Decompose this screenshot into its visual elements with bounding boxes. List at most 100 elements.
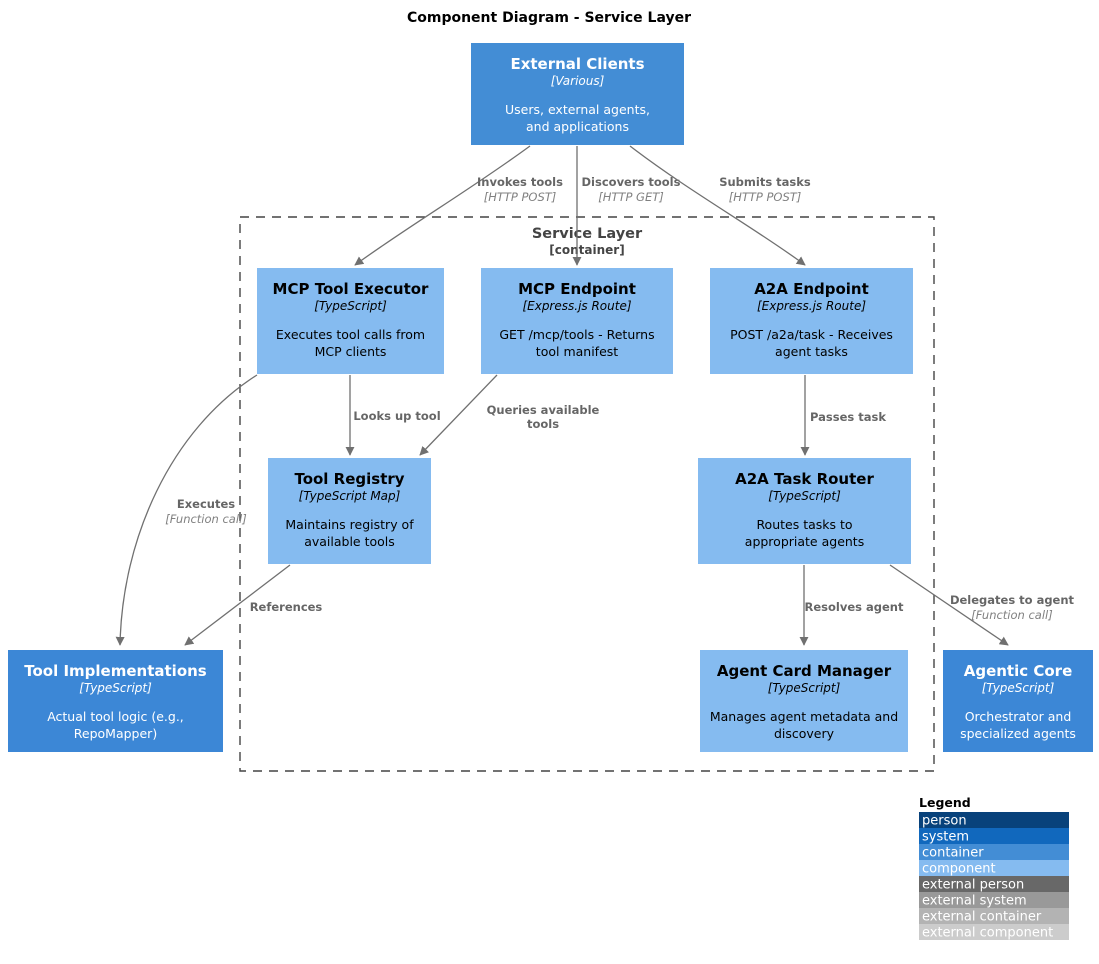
node-desc-tool-implementations: RepoMapper) [74,726,157,741]
node-box-tool-implementations[interactable] [8,650,223,752]
legend-title: Legend [919,795,971,810]
legend-swatch-external-container [919,908,1069,924]
node-desc-external-clients: Users, external agents, [505,102,650,117]
node-mcp-endpoint[interactable]: MCP Endpoint[Express.js Route] GET /mcp/t… [481,268,673,374]
legend-swatch-container [919,844,1069,860]
edge-line-executes [115,374,258,646]
node-tool-registry[interactable]: Tool Registry[TypeScript Map] Maintains r… [268,458,431,564]
edge-label-delegates-to-agent: Delegates to agent [950,593,1075,607]
node-agentic-core[interactable]: Agentic Core[TypeScript] Orchestrator and… [943,650,1093,752]
legend-label-container: container [922,846,984,861]
edge-tech-discovers-tools: [HTTP GET] [598,190,663,204]
node-desc-a2a-endpoint: POST /a2a/task - Receives [730,327,893,342]
legend-label-external-component: external component [922,926,1053,941]
node-mcp-tool-executor[interactable]: MCP Tool Executor[TypeScript] Executes to… [257,268,444,374]
edge-delegates-to-agent: Delegates to agent[Function call] [889,564,1075,646]
legend-swatch-person [919,812,1069,828]
edge-submits-tasks: Submits tasks[HTTP POST] [629,145,811,266]
node-desc-mcp-tool-executor: MCP clients [315,344,387,359]
boundary-label: Service Layer [532,226,643,242]
node-layer: External Clients[Various] Users, external… [8,43,1093,752]
edge-references: References [184,564,323,646]
node-a2a-endpoint[interactable]: A2A Endpoint[Express.js Route] POST /a2a/… [710,268,913,374]
edge-layer: Invokes tools[HTTP POST]Discovers tools[… [115,145,1075,646]
edge-line-submits-tasks [629,145,806,266]
legend-item-container: container [919,844,1069,861]
node-desc-tool-registry: available tools [304,534,395,549]
boundary-service-layer: Service Layer[container] [239,216,935,772]
node-tech-tool-registry: [TypeScript Map] [299,489,401,503]
node-tech-a2a-task-router: [TypeScript] [768,489,841,503]
node-box-a2a-task-router[interactable] [698,458,911,564]
node-desc-a2a-endpoint: agent tasks [775,344,848,359]
legend-swatch-external-person [919,876,1069,892]
legend-swatch-external-component [919,924,1069,940]
node-tech-external-clients: [Various] [551,74,605,88]
node-box-mcp-endpoint[interactable] [481,268,673,374]
edge-label-discovers-tools: Discovers tools [582,175,681,189]
edge-label-passes-task: Passes task [810,410,886,424]
legend-item-system: system [919,828,1069,845]
node-box-mcp-tool-executor[interactable] [257,268,444,374]
edge-label-submits-tasks: Submits tasks [719,175,811,189]
node-desc-mcp-endpoint: tool manifest [536,344,618,359]
node-box-agentic-core[interactable] [943,650,1093,752]
node-desc-mcp-tool-executor: Executes tool calls from [276,327,425,342]
legend-label-external-system: external system [922,894,1027,909]
node-title-agentic-core: Agentic Core [964,662,1073,680]
node-title-a2a-endpoint: A2A Endpoint [754,280,869,298]
node-tech-mcp-tool-executor: [TypeScript] [314,299,387,313]
node-desc-tool-registry: Maintains registry of [285,517,414,532]
legend-label-person: person [922,814,967,829]
node-box-a2a-endpoint[interactable] [710,268,913,374]
edge-label-invokes-tools: Invokes tools [477,175,563,189]
node-box-agent-card-manager[interactable] [700,650,908,752]
node-tech-agentic-core: [TypeScript] [982,681,1055,695]
legend-swatch-external-system [919,892,1069,908]
edge-line-references [184,564,291,646]
edge-label-executes: Executes [177,497,235,511]
edge-invokes-tools: Invokes tools[HTTP POST] [354,145,563,266]
edge-label-looks-up-tool: Looks up tool [353,409,440,423]
node-desc-a2a-task-router: Routes tasks to [756,517,852,532]
legend-item-external-component: external component [919,924,1069,941]
node-title-external-clients: External Clients [510,55,644,73]
node-desc-agentic-core: Orchestrator and [965,709,1072,724]
node-desc-tool-implementations: Actual tool logic (e.g., [47,709,184,724]
node-a2a-task-router[interactable]: A2A Task Router[TypeScript]Routes tasks … [698,458,911,564]
node-desc-agent-card-manager: Manages agent metadata and [710,709,898,724]
edge-tech-delegates-to-agent: [Function call] [971,608,1052,622]
node-agent-card-manager[interactable]: Agent Card Manager[TypeScript] Manages ag… [700,650,908,752]
node-title-tool-registry: Tool Registry [294,470,404,488]
node-box-external-clients[interactable] [471,43,684,145]
edge-resolves-agent: Resolves agent [799,565,904,646]
edge-tech-invokes-tools: [HTTP POST] [484,190,557,204]
legend-label-external-container: external container [922,910,1042,925]
node-title-mcp-tool-executor: MCP Tool Executor [273,280,430,298]
node-external-clients[interactable]: External Clients[Various] Users, external… [471,43,684,145]
edge-passes-task: Passes task [800,375,886,456]
node-box-tool-registry[interactable] [268,458,431,564]
node-tech-a2a-endpoint: [Express.js Route] [757,299,866,313]
node-title-agent-card-manager: Agent Card Manager [717,662,892,680]
node-tech-agent-card-manager: [TypeScript] [768,681,841,695]
legend-item-external-container: external container [919,908,1069,925]
node-desc-agentic-core: specialized agents [960,726,1076,741]
node-tech-mcp-endpoint: [Express.js Route] [522,299,631,313]
edge-line-delegates-to-agent [889,564,1009,646]
edge-line-queries-available-tools [419,374,498,456]
edge-looks-up-tool: Looks up tool [345,375,441,456]
edge-label-references: References [250,600,323,614]
node-desc-agent-card-manager: discovery [774,726,835,741]
diagram-title: Component Diagram - Service Layer [407,10,691,26]
node-desc-mcp-endpoint: GET /mcp/tools - Returns [499,327,654,342]
edge-line-invokes-tools [354,145,531,266]
node-title-mcp-endpoint: MCP Endpoint [518,280,636,298]
legend-swatch-system [919,828,1069,844]
edge-label-queries-available-tools: Queries available [487,403,600,417]
node-desc-a2a-task-router: appropriate agents [745,534,864,549]
node-tool-implementations[interactable]: Tool Implementations[TypeScript]Actual t… [8,650,223,752]
